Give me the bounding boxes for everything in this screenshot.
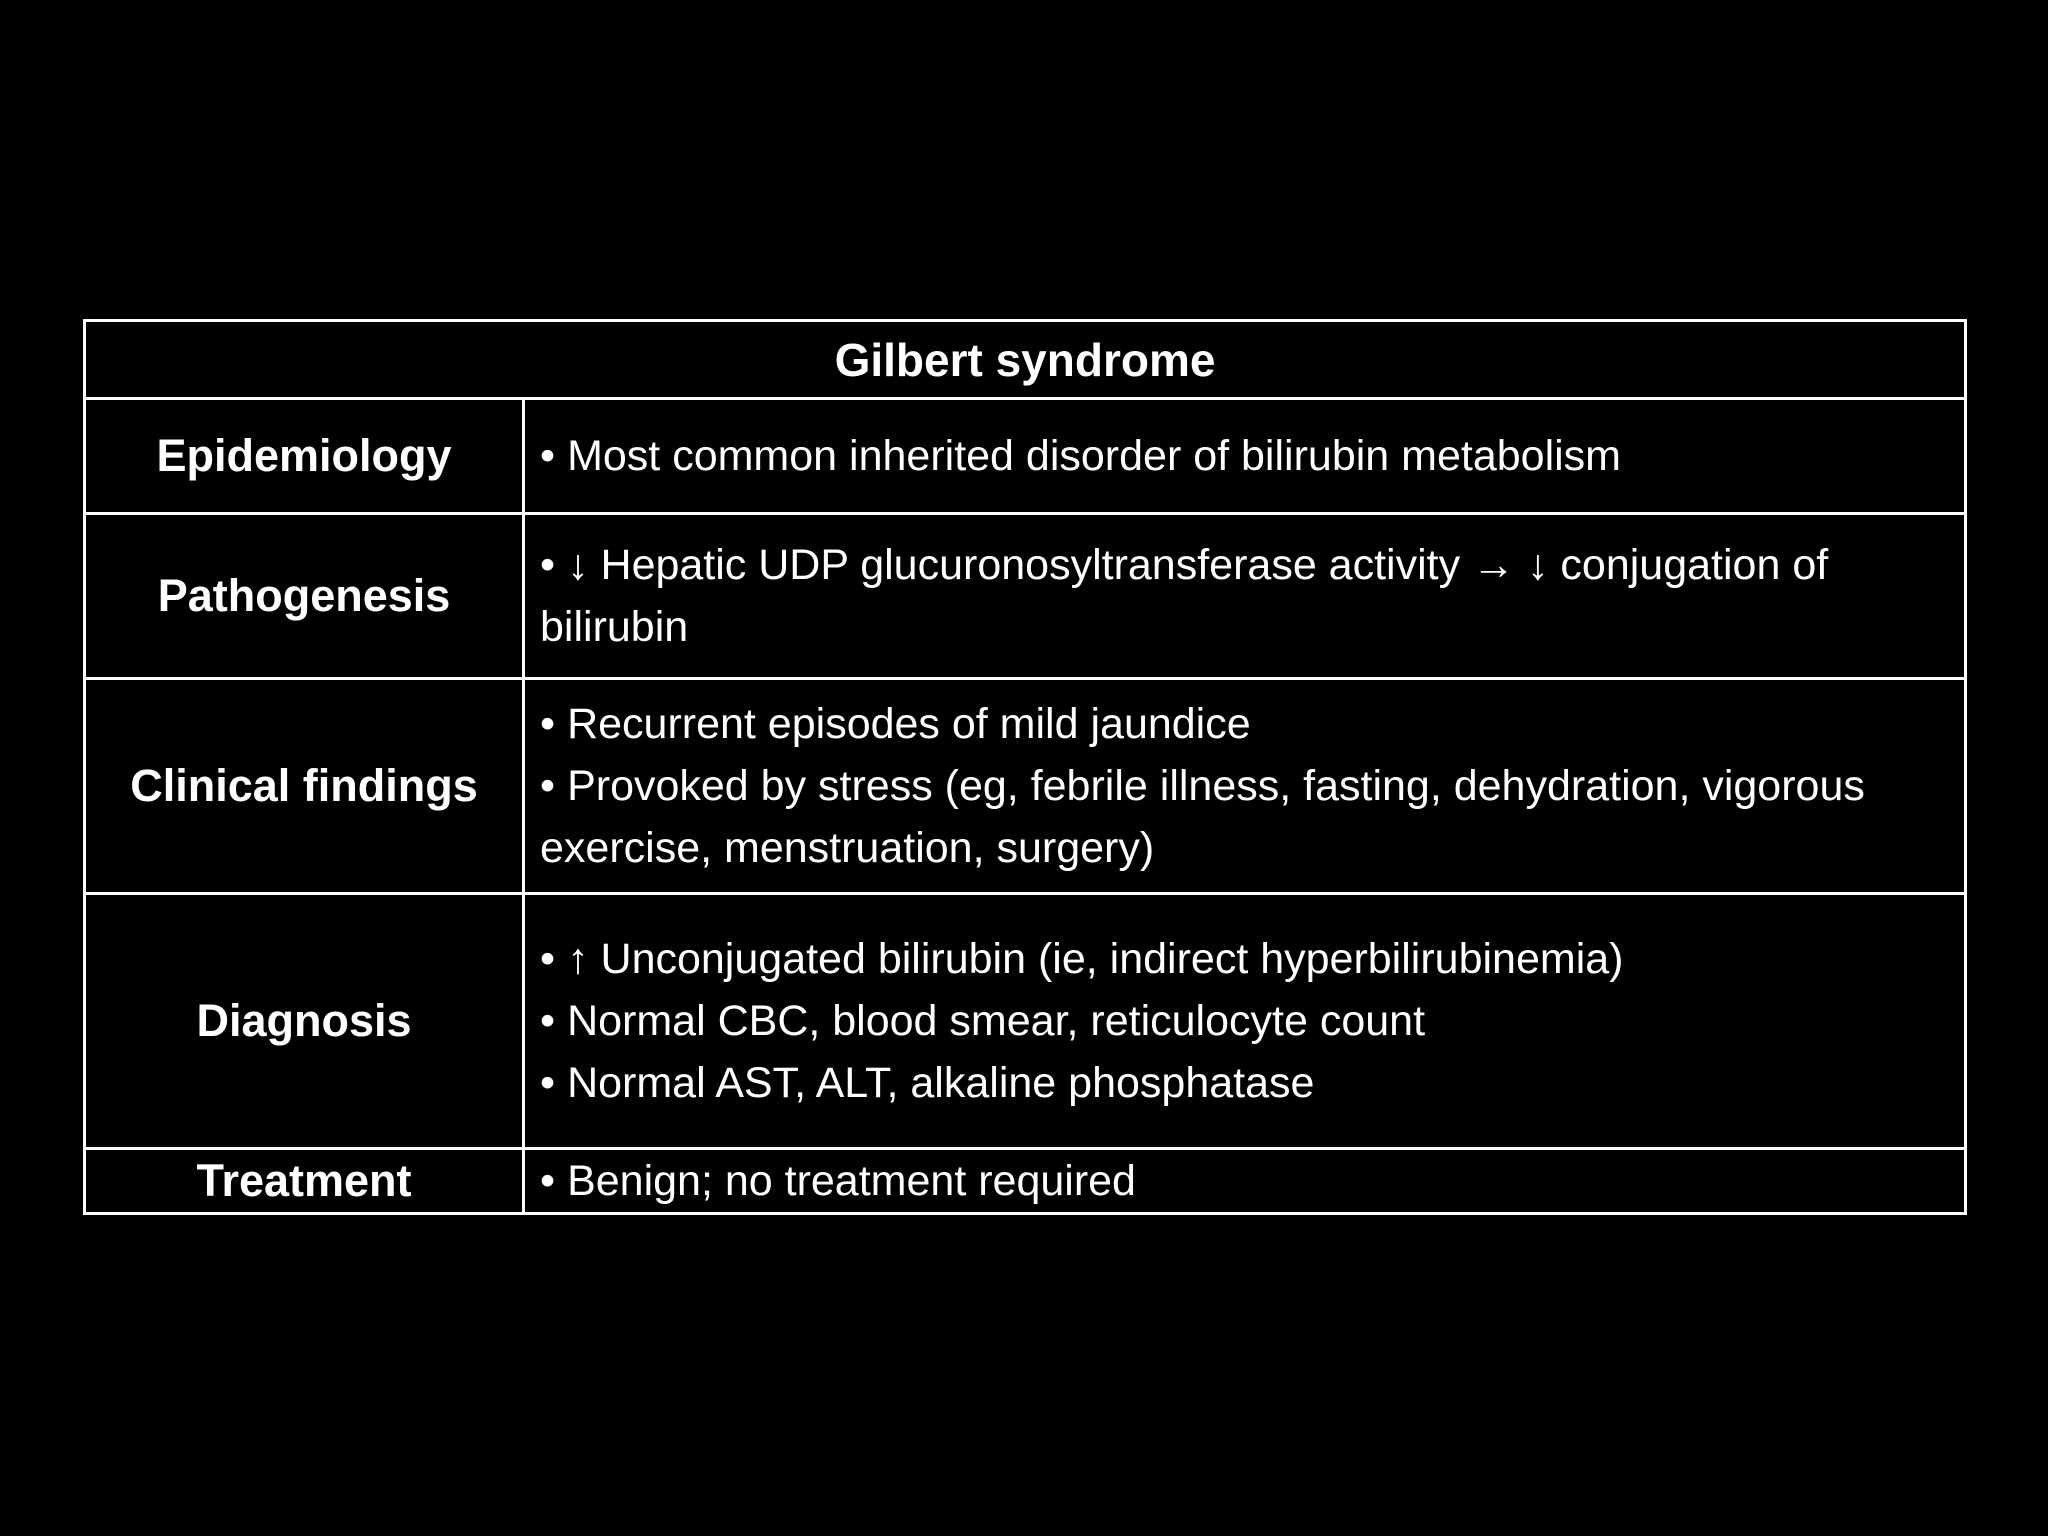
bullet-text: ↑ Unconjugated bilirubin (ie, indirect h… (567, 935, 1624, 983)
row-label-text: Clinical findings (130, 760, 478, 811)
bullet-text: Recurrent episodes of mild jaundice (567, 700, 1251, 748)
table-row: Pathogenesis •↓ Hepatic UDP glucuronosyl… (86, 515, 1964, 680)
row-label-text: Epidemiology (156, 430, 452, 481)
gilbert-syndrome-table: Gilbert syndrome Epidemiology •Most comm… (83, 319, 1967, 1215)
table-title-row: Gilbert syndrome (86, 322, 1964, 400)
bullet-text: ↓ Hepatic UDP glucuronosyltransferase ac… (540, 541, 1829, 651)
row-label-diagnosis: Diagnosis (86, 895, 525, 1147)
bullet-icon: • (540, 1059, 556, 1107)
bullet-text: Normal CBC, blood smear, reticulocyte co… (567, 997, 1426, 1045)
bullet-icon: • (540, 1157, 556, 1205)
bullet-text: Normal AST, ALT, alkaline phosphatase (567, 1059, 1315, 1107)
bullet-item: •Benign; no treatment required (540, 1150, 1950, 1212)
bullet-icon: • (540, 997, 556, 1045)
bullet-text: Most common inherited disorder of biliru… (567, 432, 1622, 480)
row-label-text: Diagnosis (196, 995, 412, 1046)
table-title: Gilbert syndrome (834, 333, 1216, 386)
row-label-treatment: Treatment (86, 1150, 525, 1212)
row-content-pathogenesis: •↓ Hepatic UDP glucuronosyltransferase a… (525, 515, 1964, 677)
bullet-item: •↑ Unconjugated bilirubin (ie, indirect … (540, 928, 1950, 990)
table-row: Epidemiology •Most common inherited diso… (86, 400, 1964, 515)
bullet-icon: • (540, 762, 556, 810)
row-label-pathogenesis: Pathogenesis (86, 515, 525, 677)
row-content-diagnosis: •↑ Unconjugated bilirubin (ie, indirect … (525, 895, 1964, 1147)
table-row: Clinical findings •Recurrent episodes of… (86, 680, 1964, 895)
bullet-item: •Most common inherited disorder of bilir… (540, 425, 1950, 487)
bullet-text: Provoked by stress (eg, febrile illness,… (540, 762, 1865, 872)
row-content-treatment: •Benign; no treatment required (525, 1150, 1964, 1212)
bullet-item: •Normal AST, ALT, alkaline phosphatase (540, 1052, 1950, 1114)
bullet-icon: • (540, 935, 556, 983)
bullet-text: Benign; no treatment required (567, 1157, 1136, 1205)
bullet-icon: • (540, 432, 556, 480)
bullet-icon: • (540, 541, 556, 589)
row-content-clinical-findings: •Recurrent episodes of mild jaundice •Pr… (525, 680, 1964, 892)
bullet-item: •Recurrent episodes of mild jaundice (540, 693, 1950, 755)
bullet-icon: • (540, 700, 556, 748)
row-label-text: Treatment (196, 1155, 412, 1206)
table-row: Diagnosis •↑ Unconjugated bilirubin (ie,… (86, 895, 1964, 1150)
row-label-text: Pathogenesis (157, 570, 451, 621)
row-label-epidemiology: Epidemiology (86, 400, 525, 512)
row-content-epidemiology: •Most common inherited disorder of bilir… (525, 400, 1964, 512)
table-row: Treatment •Benign; no treatment required (86, 1150, 1964, 1212)
bullet-item: •Normal CBC, blood smear, reticulocyte c… (540, 990, 1950, 1052)
row-label-clinical-findings: Clinical findings (86, 680, 525, 892)
bullet-item: •↓ Hepatic UDP glucuronosyltransferase a… (540, 534, 1950, 658)
bullet-item: •Provoked by stress (eg, febrile illness… (540, 755, 1950, 879)
